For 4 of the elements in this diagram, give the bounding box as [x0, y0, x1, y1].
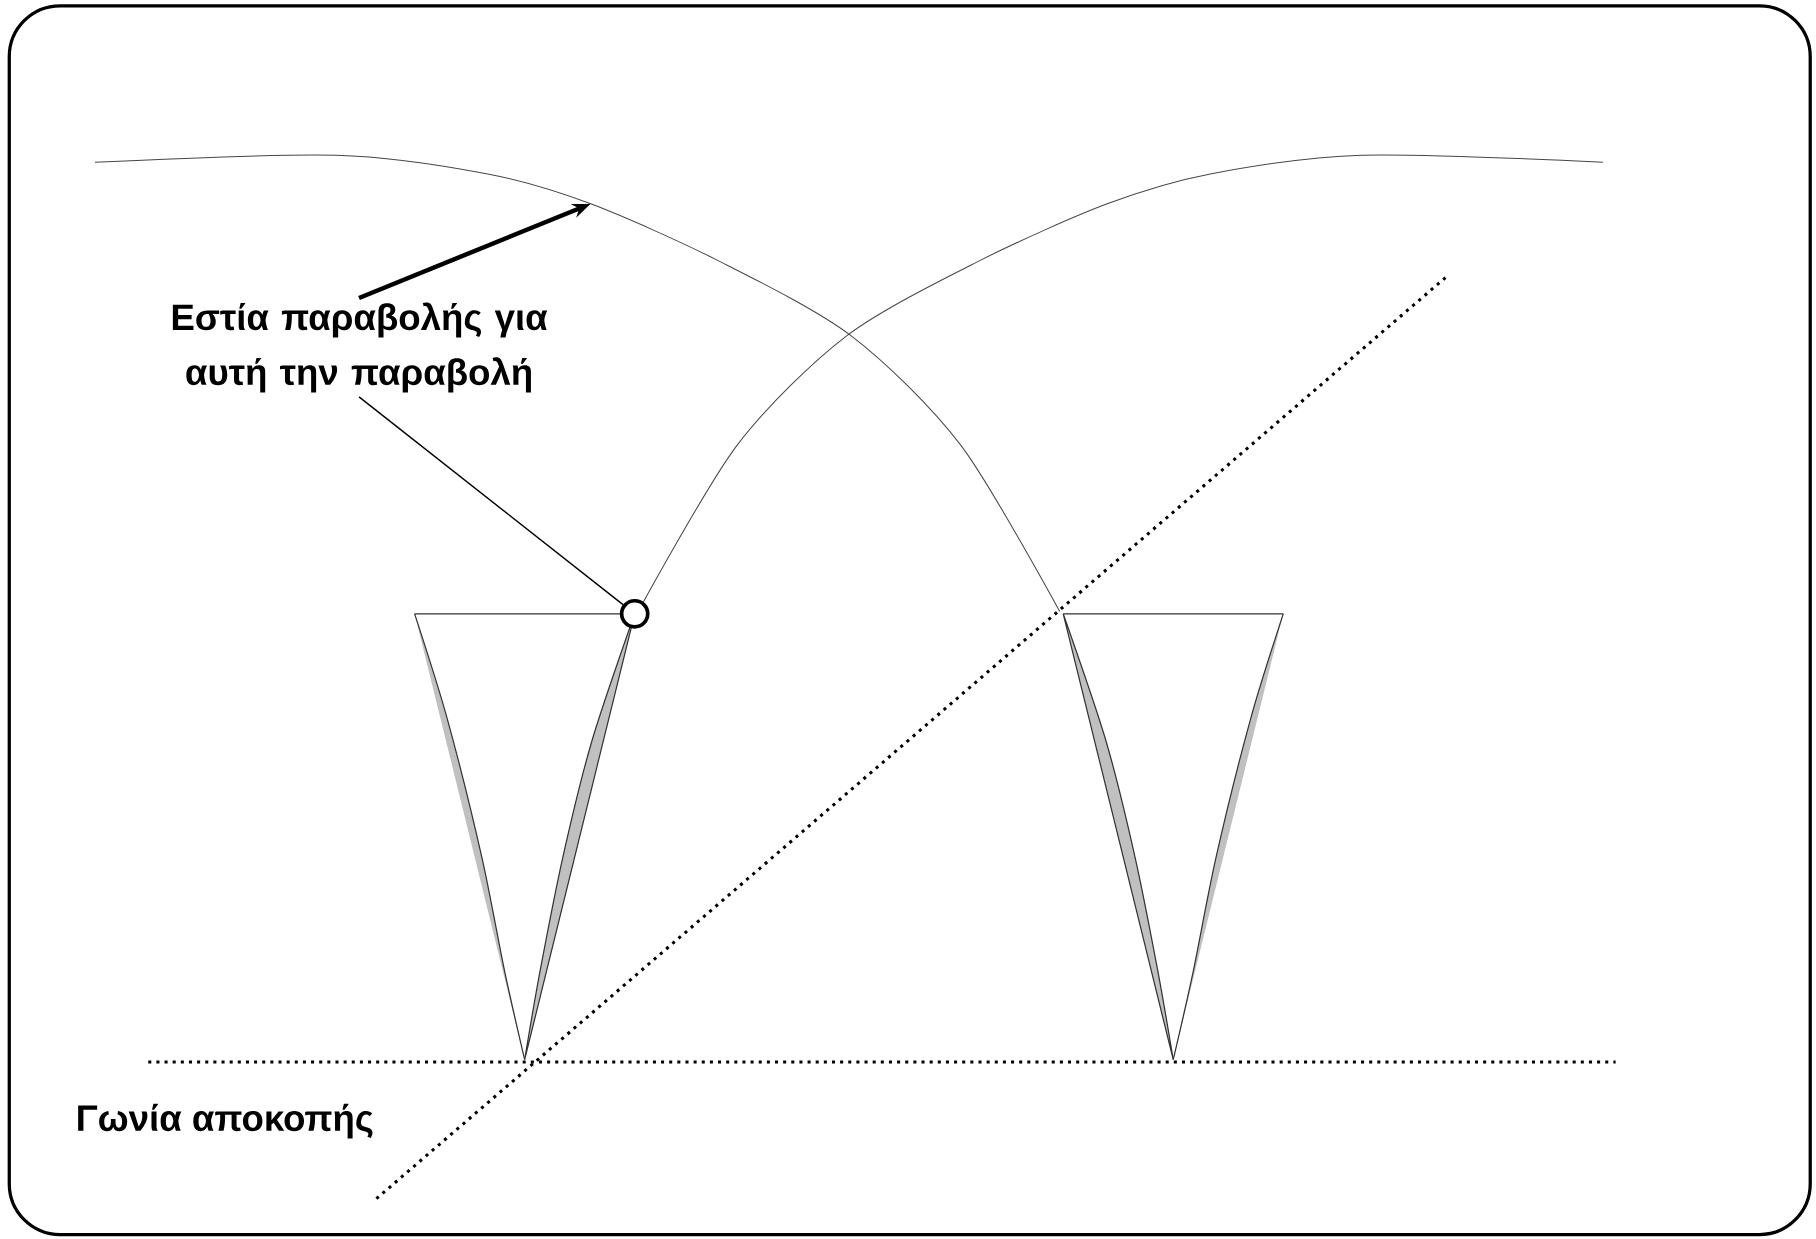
angle-label: Γωνία αποκοπής: [78, 1103, 373, 1139]
callout-text: Εστία παραβολής για αυτή την παραβολή: [172, 302, 548, 393]
focus-point: [619, 598, 650, 629]
leader-line: [358, 396, 624, 606]
